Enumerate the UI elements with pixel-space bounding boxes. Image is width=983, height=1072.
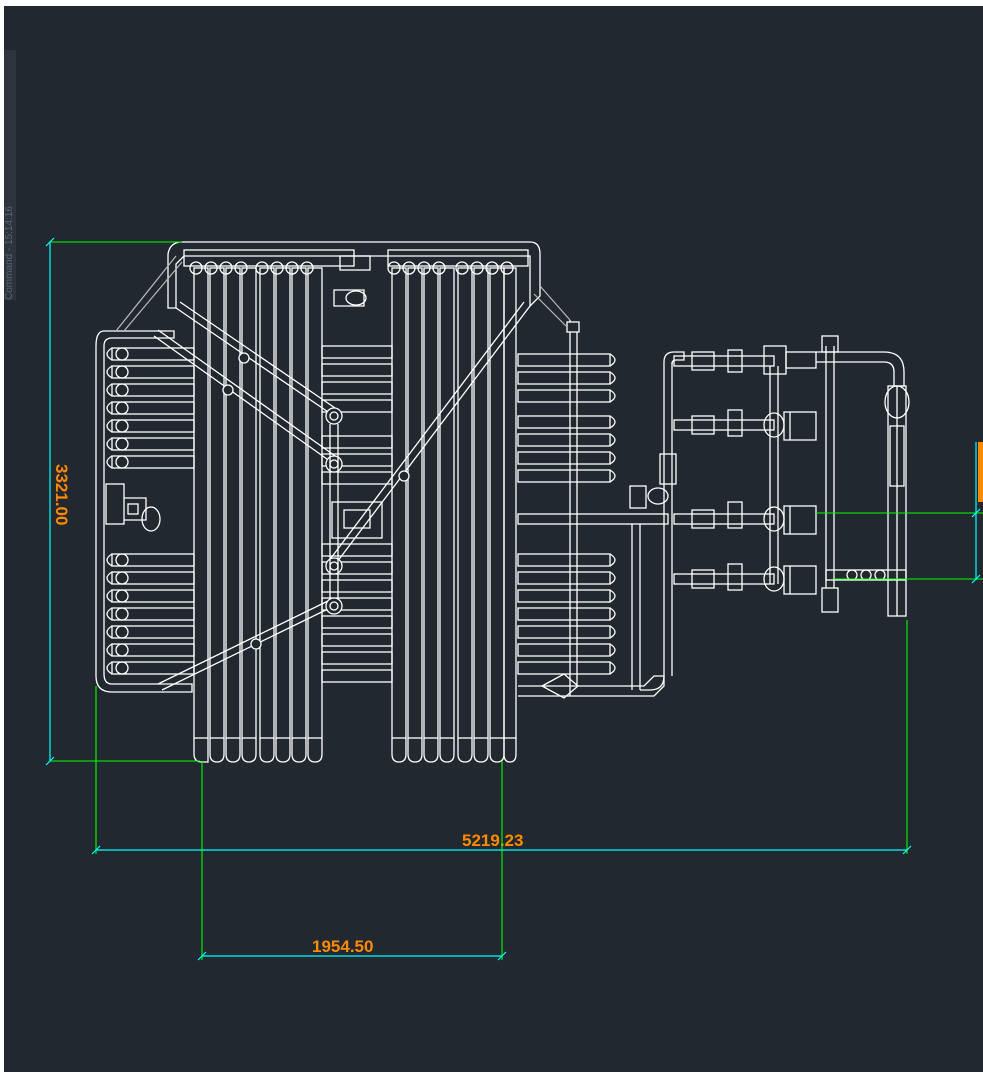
vertical-tubes-left bbox=[193, 267, 323, 763]
horizontal-tubes-center bbox=[321, 345, 393, 683]
piping-drawing: 3321.00 5219.23 1954.50 bbox=[45, 237, 983, 961]
overall-width-dimension-text: 5219.23 bbox=[462, 831, 523, 850]
dimension-right-partial[interactable] bbox=[816, 442, 983, 584]
top-connector-row bbox=[183, 249, 529, 307]
diagonal-pipes bbox=[153, 301, 531, 691]
dimension-module-width[interactable]: 1954.50 bbox=[197, 761, 507, 961]
height-dimension-text: 3321.00 bbox=[52, 464, 71, 525]
pump-skid bbox=[517, 335, 910, 699]
dimension-height[interactable]: 3321.00 bbox=[45, 237, 200, 766]
clipped-dimension-text bbox=[978, 442, 983, 502]
horizontal-tubes-right bbox=[517, 353, 616, 675]
horizontal-tubes-left bbox=[105, 347, 195, 675]
vertical-tubes-right bbox=[391, 267, 517, 763]
module-width-dimension-text: 1954.50 bbox=[312, 937, 373, 956]
cad-drawing-viewport[interactable]: Command - 15:14:16 bbox=[4, 6, 983, 1072]
